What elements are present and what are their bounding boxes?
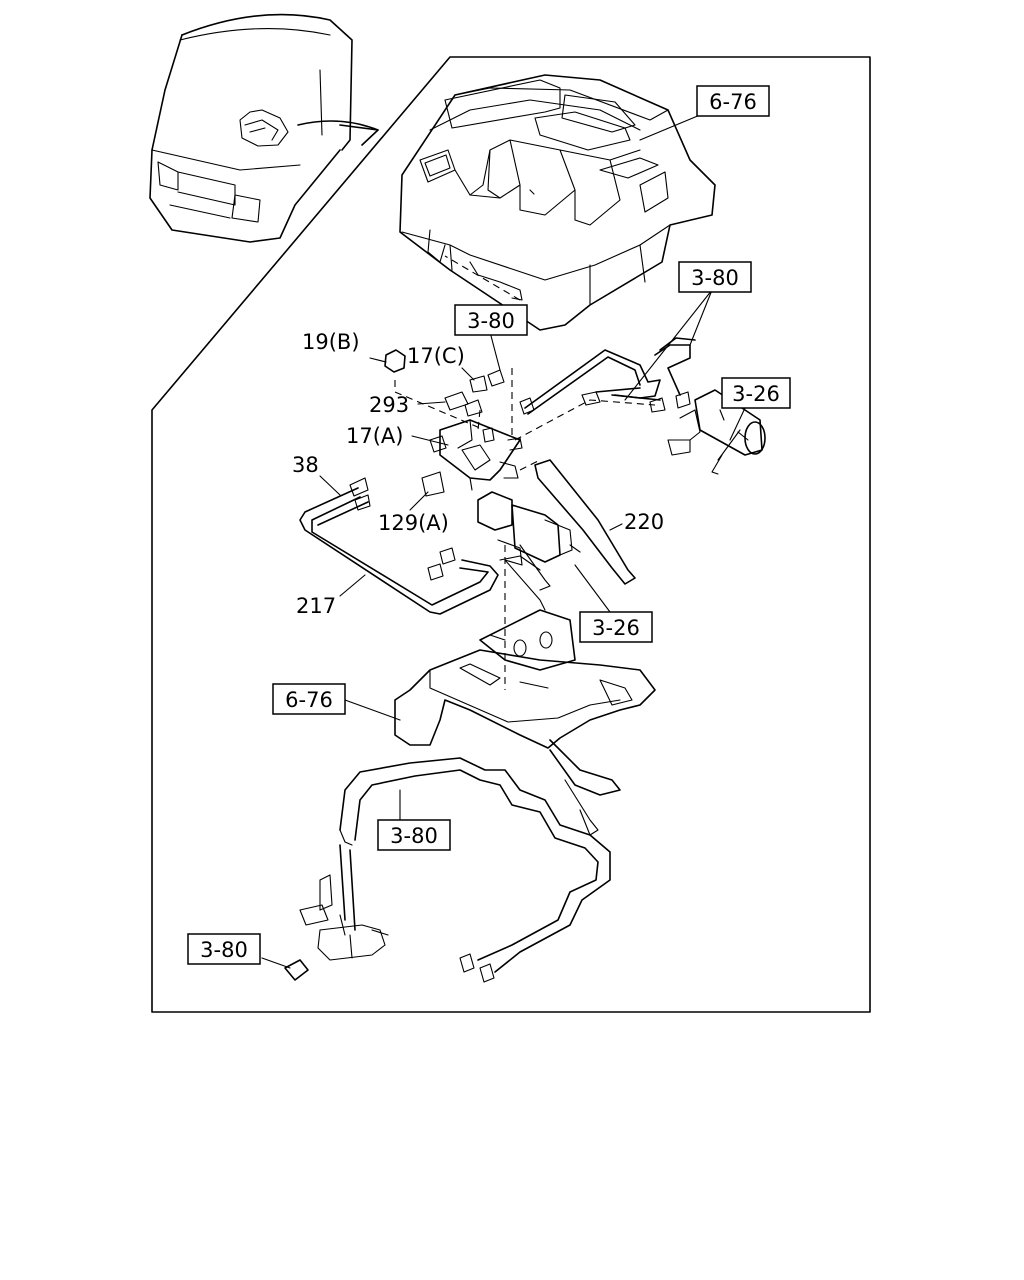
callout-3-80-mid: 3-80 [467, 309, 515, 333]
mounting-plate [394, 555, 656, 836]
valve-block [421, 369, 523, 497]
callout-3-80-bottom: 3-80 [200, 938, 248, 962]
dashed-leader-2 [394, 380, 481, 429]
dashed-leader-7 [519, 459, 541, 471]
leader-6-76-top [639, 114, 701, 141]
part-label-217: 217 [296, 594, 336, 618]
leader-129a [409, 491, 429, 511]
leader-3-80-right-b [624, 289, 713, 401]
callout-box-6-76-top [696, 85, 770, 117]
nut-19b [384, 349, 406, 373]
dashed-leader-1 [444, 255, 521, 301]
diagram-frame [151, 56, 871, 1013]
part-label-17a: 17(A) [346, 424, 403, 448]
leader-6-76-left [344, 699, 401, 721]
tube-loop-38-217 [299, 477, 499, 615]
callout-box-3-80-right [678, 261, 752, 293]
leader-38 [319, 475, 341, 496]
lower-tube-assembly [299, 757, 611, 983]
air-cylinder-mid [477, 491, 581, 591]
callout-3-26-mid: 3-26 [592, 616, 640, 640]
leader-293 [417, 401, 446, 405]
leader-3-80-bottom [261, 957, 291, 969]
callout-box-3-26-right [721, 377, 791, 409]
part-label-129a: 129(A) [378, 511, 449, 535]
leader-3-26-mid [574, 564, 611, 613]
leader-19b [369, 357, 387, 363]
hose-220 [534, 459, 636, 585]
console-cover [399, 74, 716, 331]
callout-3-80-right: 3-80 [691, 266, 739, 290]
callout-box-3-80-bottom [187, 933, 261, 965]
part-label-38: 38 [292, 453, 319, 477]
callout-3-80-lower: 3-80 [390, 824, 438, 848]
part-label-293: 293 [369, 393, 409, 417]
callout-6-76-top: 6-76 [709, 90, 757, 114]
callout-box-3-26-mid [579, 611, 653, 643]
leader-3-26-right [729, 407, 746, 441]
part-label-19b: 19(B) [302, 330, 360, 354]
upper-tube-assembly [519, 337, 696, 415]
callout-box-3-80-lower [377, 819, 451, 851]
callout-3-26-right: 3-26 [732, 382, 780, 406]
callout-6-76-left: 6-76 [285, 688, 333, 712]
dashed-leader-5 [514, 399, 656, 441]
part-label-17c: 17(C) [407, 344, 465, 368]
dashed-leader-6 [477, 409, 481, 431]
air-cylinder-right [667, 389, 766, 475]
leader-17a [411, 435, 449, 446]
fitting-bottom-left [284, 959, 309, 981]
callout-box-3-80-mid [454, 304, 528, 336]
leader-17c [461, 367, 475, 381]
part-label-220: 220 [624, 510, 664, 534]
callout-box-6-76-left [272, 683, 346, 715]
leader-3-80-mid [489, 331, 501, 371]
leader-220 [609, 523, 623, 531]
leader-217 [339, 574, 366, 597]
leader-3-80-right-a [689, 289, 713, 346]
truck-cab-inset [149, 13, 379, 243]
